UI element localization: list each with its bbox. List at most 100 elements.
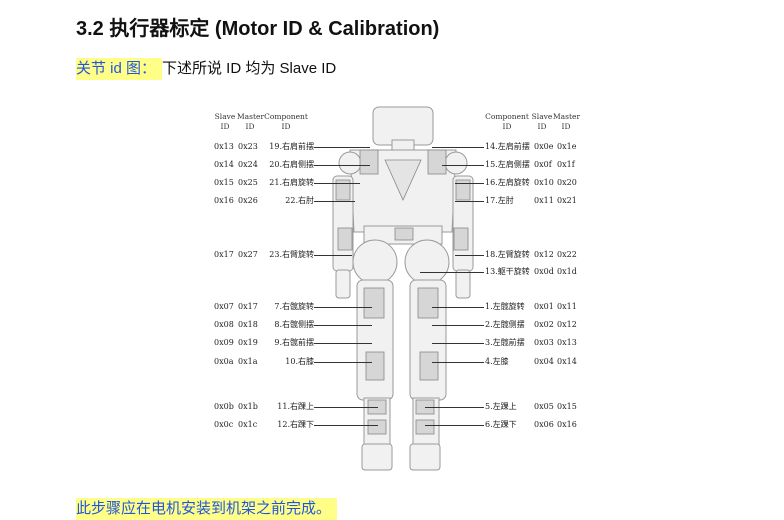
slave-id: 0x09 [214,338,234,347]
leader-line [455,255,484,256]
master-id: 0x18 [238,320,258,329]
master-id: 0x1f [557,160,575,169]
header-master-id-right: Master ID [553,112,581,131]
master-id: 0x25 [238,178,258,187]
section-heading: 3.2 执行器标定 (Motor ID & Calibration) [76,18,440,40]
component-id: 23.右臂旋转 [269,250,314,259]
leader-line [432,343,484,344]
leader-line [455,201,484,202]
component-id: 20.右肩侧摆 [269,160,314,169]
master-id: 0x19 [238,338,258,347]
leader-line [425,425,484,426]
component-id: 6.左踝下 [485,420,517,429]
robot-head [372,106,434,146]
component-id: 10.右膝 [285,357,314,366]
leader-line [442,165,484,166]
leader-line [314,325,372,326]
component-id: 8.右髋侧摆 [274,320,314,329]
component-id: 3.左髋前摆 [485,338,525,347]
slave-id: 0x16 [214,196,234,205]
leader-line [314,362,372,363]
component-id: 9.右髋前摆 [274,338,314,347]
leader-line [432,325,484,326]
master-id: 0x23 [238,142,258,151]
header-master-id-left: Master ID [237,112,265,131]
master-id: 0x1d [557,267,577,276]
component-id: 13.躯干旋转 [485,267,530,276]
master-id: 0x22 [557,250,577,259]
left-joint-row: 0x09 0x19 9.右髋前摆 [214,338,314,348]
master-id: 0x1c [238,420,258,429]
slave-id: 0x06 [534,420,554,429]
component-id: 12.右踝下 [277,420,314,429]
slave-id: 0x0d [534,267,554,276]
master-id: 0x16 [557,420,577,429]
intro-paragraph: 关节 id 图：下述所说 ID 均为 Slave ID [76,57,337,80]
slave-id: 0x11 [534,196,554,205]
leader-line [314,255,352,256]
master-id: 0x21 [557,196,577,205]
slave-id: 0x03 [534,338,554,347]
component-id: 5.左踝上 [485,402,517,411]
component-id: 2.左髋侧摆 [485,320,525,329]
left-joint-row: 0x17 0x27 23.右臂旋转 [214,250,314,260]
leader-line [455,183,484,184]
master-id: 0x1b [238,402,258,411]
slave-id: 0x0e [534,142,554,151]
header-slave-id-left: Slave ID [214,112,236,131]
component-id: 11.右踝上 [277,402,314,411]
master-id: 0x15 [557,402,577,411]
joint-id-diagram: Slave ID Master ID Component ID Componen… [214,106,581,471]
leader-line [314,343,372,344]
slave-id: 0x13 [214,142,234,151]
header-component-id-right: Component ID [485,112,529,131]
master-id: 0x14 [557,357,577,366]
leader-line [314,147,370,148]
leader-line [432,147,484,148]
master-id: 0x12 [557,320,577,329]
slave-id: 0x12 [534,250,554,259]
leader-line [420,272,484,273]
slave-id: 0x17 [214,250,234,259]
master-id: 0x17 [238,302,258,311]
master-id: 0x27 [238,250,258,259]
header-slave-id-right: Slave ID [531,112,553,131]
component-id: 14.左肩前摆 [485,142,530,151]
slave-id: 0x05 [534,402,554,411]
left-joint-row: 0x16 0x26 22.右肘 [214,196,314,206]
leader-line [314,201,355,202]
master-id: 0x26 [238,196,258,205]
leader-line [314,407,378,408]
component-id: 22.右肘 [285,196,314,205]
master-id: 0x1a [238,357,258,366]
slave-id: 0x14 [214,160,234,169]
leader-line [314,425,378,426]
slave-id: 0x07 [214,302,234,311]
component-id: 18.左臂旋转 [485,250,530,259]
master-id: 0x11 [557,302,577,311]
footer-highlight: 此步骤应在电机安装到机架之前完成。 [76,498,338,520]
intro-text: 下述所说 ID 均为 Slave ID [162,60,337,77]
header-component-id-left: Component ID [264,112,308,131]
component-id: 21.右肩旋转 [269,178,314,187]
slave-id: 0x10 [534,178,554,187]
slave-id: 0x0c [214,420,234,429]
component-id: 17.左肘 [485,196,514,205]
